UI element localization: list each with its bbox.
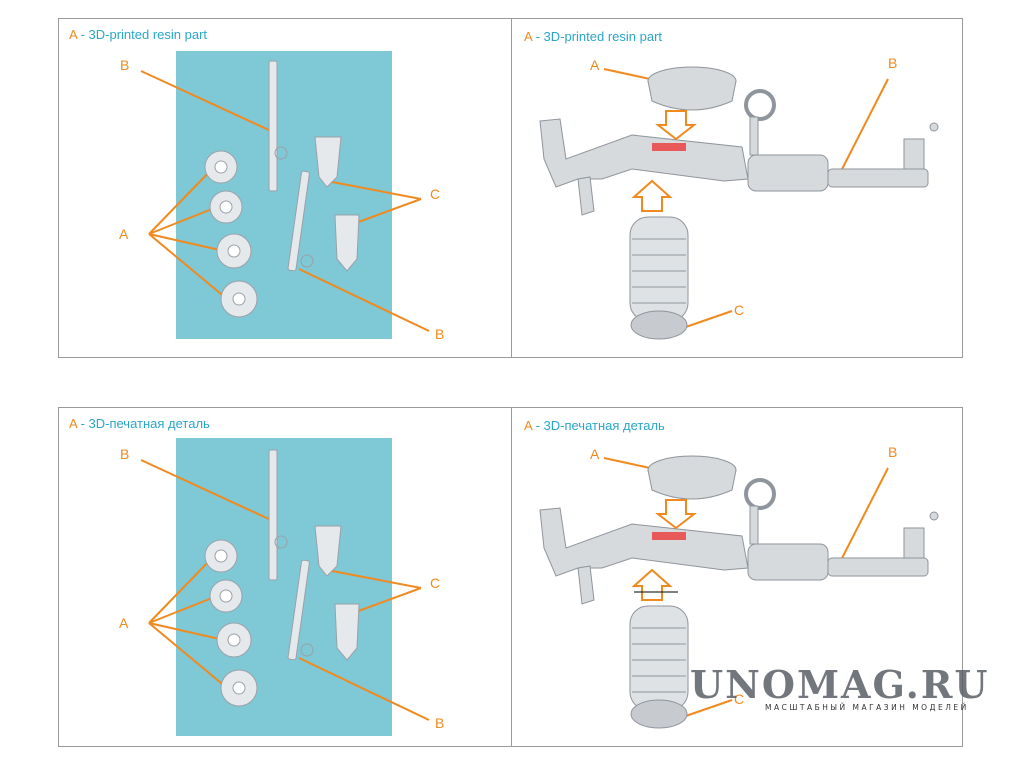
title-letter: A [69,416,77,431]
watermark-tagline: МАСШТАБНЫЙ МАГАЗИН МОДЕЛЕЙ [765,703,969,712]
panel-title: A - 3D-printed resin part [69,27,207,42]
cooling-jacket-parts [314,525,360,661]
drum-magazine-parts [204,150,258,318]
label-b: B [888,55,898,71]
panel-top-left: A - 3D-printed resin part [58,18,512,358]
label-a: A [590,446,600,462]
title-letter: A [524,418,532,433]
cooling-jacket [629,605,689,729]
title-text: - 3D-печатная деталь [531,418,665,433]
title-letter: A [524,29,532,44]
leader-lines [140,70,430,332]
label-a: A [590,57,600,73]
watermark: UNOMAG.RU МАСШТАБНЫЙ МАГАЗИН МОДЕЛЕЙ [690,662,990,712]
label-a: A [119,615,129,631]
cooling-jacket-parts [314,136,360,272]
label-c: C [734,302,745,318]
sprue-background [176,438,392,736]
label-b: B [888,444,898,460]
gun-body [539,89,939,216]
panel-bottom-left: A - 3D-печатная деталь [58,407,512,747]
panel-title: A - 3D-печатная деталь [69,416,210,431]
label-c: C [430,575,441,591]
watermark-brand: UNOMAG.RU [690,662,990,707]
leader-lines [140,459,430,721]
sprue-illustration [140,438,430,736]
leader-lines [603,68,889,330]
assembly-illustration [539,455,939,729]
sprue-background [176,51,392,339]
sprue-illustration [140,51,430,339]
direction-arrows [631,110,697,212]
highlight-mount [652,143,686,151]
label-b-bottom: B [435,715,445,731]
label-c: C [430,186,441,202]
panel-title: A - 3D-печатная деталь [524,418,665,433]
drum-magazine [647,455,737,500]
label-a: A [119,226,129,242]
panel-bottom-right: A - 3D-печатная деталь [511,407,963,747]
panel-title: A - 3D-printed resin part [524,29,662,44]
label-c: C [734,691,745,707]
gun-body-parts [268,60,314,272]
leader-lines [603,457,889,719]
drum-magazine-parts [204,539,258,707]
gun-body [539,478,939,605]
title-text: - 3D-печатная деталь [76,416,210,431]
panel-top-right: A - 3D-printed resin part [511,18,963,358]
drum-magazine [647,66,737,111]
label-b-top: B [120,57,130,73]
gun-body-parts [268,449,314,661]
title-text: - 3D-printed resin part [531,29,663,44]
assembly-illustration [539,66,939,340]
title-letter: A [69,27,77,42]
highlight-mount [652,532,686,540]
label-b-bottom: B [435,326,445,342]
cooling-jacket [629,216,689,340]
title-text: - 3D-printed resin part [76,27,208,42]
label-b-top: B [120,446,130,462]
